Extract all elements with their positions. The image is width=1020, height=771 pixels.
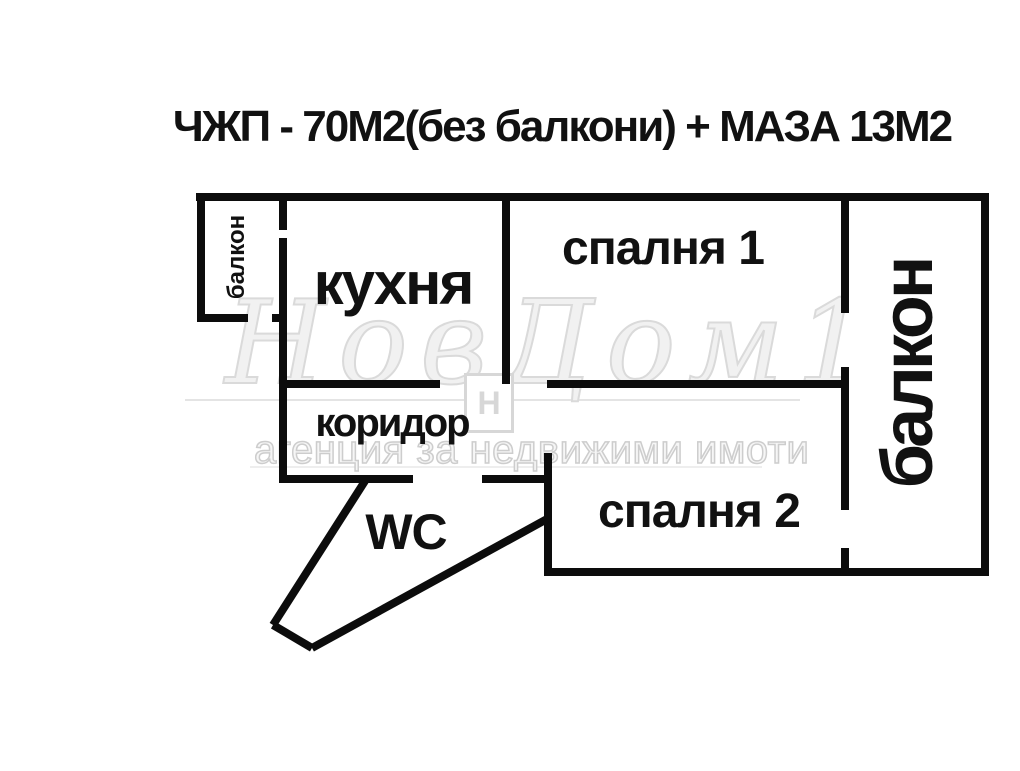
room-label-kitchen: кухня <box>313 250 475 317</box>
watermark-logo-letter: Н <box>477 384 501 421</box>
room-label-bedroom-2: спалня 2 <box>598 485 801 538</box>
wall-entry-diagonal-a <box>269 478 369 628</box>
watermark-tagline: агенция за недвижими имоти <box>253 428 810 472</box>
watermark-logo-box: Н <box>464 373 514 433</box>
watermark-rule-lower <box>250 466 762 468</box>
room-label-balcony-right: балкон <box>868 259 948 489</box>
wall-entry-diagonal-c <box>310 515 549 652</box>
room-label-bedroom-1: спалня 1 <box>562 222 765 275</box>
plan-title: ЧЖП - 70М2(без балкони) + МАЗА 13М2 <box>172 102 953 151</box>
wall-entry-diagonal-b <box>270 621 315 652</box>
room-label-wc: WC <box>365 504 447 560</box>
room-label-balcony-left: балкон <box>223 214 250 300</box>
room-label-corridor: коридор <box>315 401 470 445</box>
